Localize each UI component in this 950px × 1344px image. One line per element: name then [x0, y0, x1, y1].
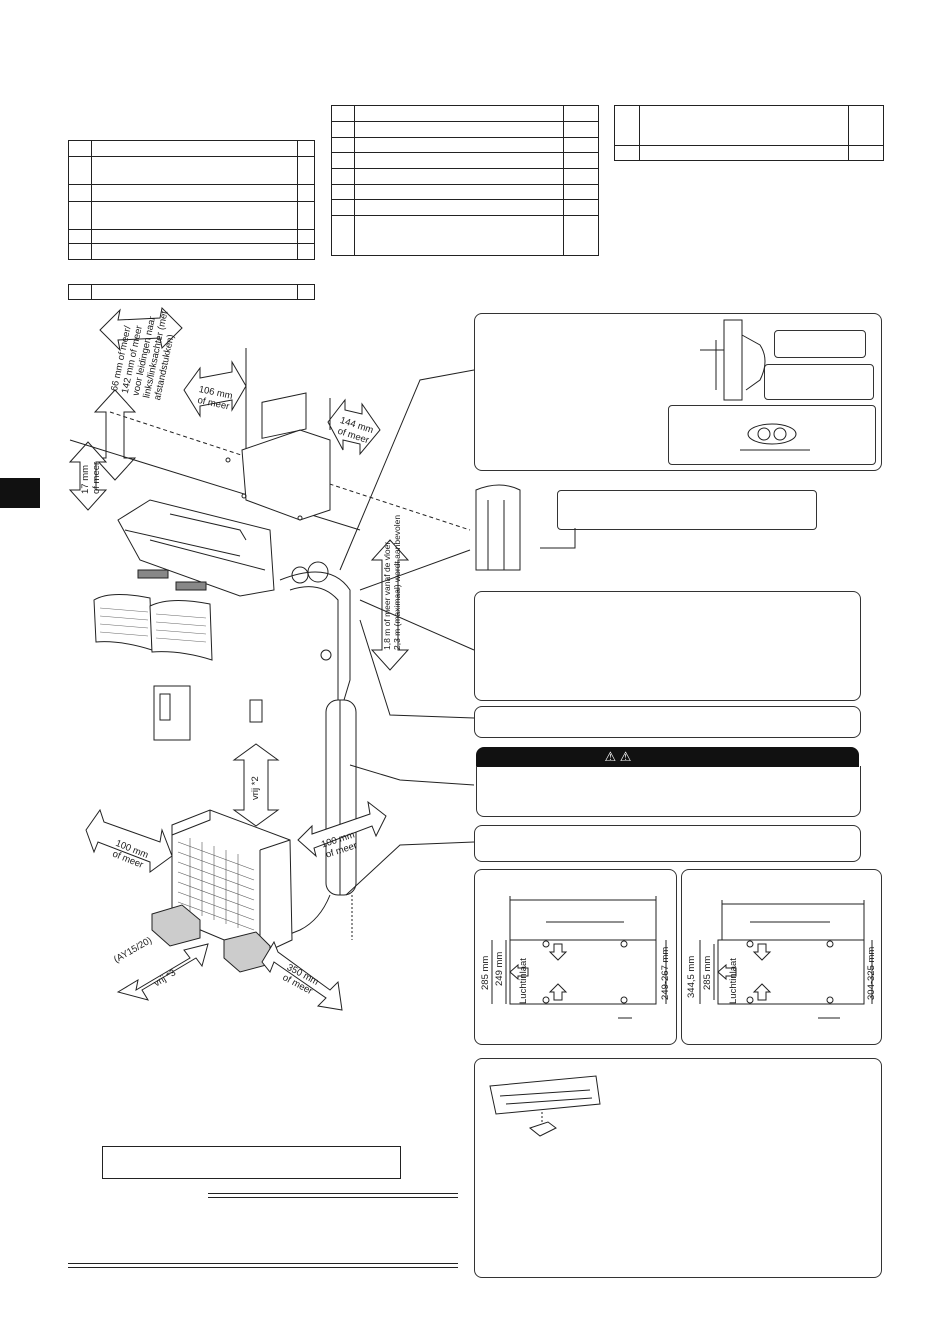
warning-icons: ⚠ ⚠ — [604, 749, 632, 764]
air-filter-right — [149, 600, 213, 661]
note-box — [102, 1146, 401, 1179]
clearance-outdoor-back-arrow — [261, 940, 343, 1011]
pipe-bundle — [279, 571, 351, 701]
callout-drain-note — [474, 706, 861, 738]
leader-sleeve — [345, 841, 475, 896]
mount-right-dim-285: 285 mm — [702, 955, 713, 990]
callout-wall-hole-label-1 — [774, 330, 866, 358]
leader-insulation — [359, 549, 471, 591]
mount-right-dim-range: 304-325 mm — [866, 946, 877, 1000]
parts-table-left — [68, 140, 315, 260]
leader-wall — [339, 369, 475, 571]
clearance-outdoor-top-arrow — [232, 743, 280, 827]
clearance-floor-label: 1,8 m of meer vanaf de vloer,2,3 m (maxi… — [382, 514, 402, 650]
leader-warning — [349, 764, 475, 786]
mount-right-dim-344: 344,5 mm — [686, 955, 697, 998]
mounting-plate — [241, 429, 331, 521]
clearance-outdoor-left-arrow — [85, 808, 173, 873]
remote-control — [249, 699, 263, 723]
leader-drain — [359, 619, 475, 719]
clearance-outdoor-top-label: vrij *2 — [250, 776, 261, 800]
pipe-clamp — [320, 649, 332, 661]
mount-left-dim-249: 249 mm — [494, 951, 505, 986]
air-filter-left — [93, 594, 153, 651]
parts-table-left-extra — [68, 284, 315, 300]
mount-left-air-inlet: Luchtinlaat — [518, 958, 529, 1004]
rule-long — [68, 1263, 458, 1268]
leader-notes — [359, 599, 475, 651]
warning-header — [476, 747, 859, 767]
clearance-right-arrow — [327, 398, 381, 456]
callout-piping-notes — [474, 591, 861, 701]
clearance-ceiling-arrow — [68, 441, 108, 511]
callout-insulation-note — [557, 490, 817, 530]
remote-holder — [153, 685, 191, 741]
callout-pipe-section — [668, 405, 876, 465]
section-tab-marker — [0, 478, 40, 508]
parts-table-middle — [331, 105, 599, 256]
clearance-outdoor-right-arrow — [297, 800, 387, 858]
parts-table-right — [614, 105, 884, 161]
warning-body — [476, 766, 861, 817]
callout-wall-hole-label-2 — [764, 364, 874, 400]
clearance-floor-arrow — [370, 539, 410, 671]
insulated-pipe — [325, 699, 357, 896]
mount-left-dim-range: 249-267 mm — [660, 946, 671, 1000]
rule-short — [208, 1193, 458, 1198]
callout-sleeve-note — [474, 825, 861, 862]
indoor-unit — [117, 499, 275, 597]
mount-left-dim-285: 285 mm — [480, 955, 491, 990]
clearance-outdoor-side-arrow — [116, 943, 209, 1001]
callout-wall-hole — [474, 313, 882, 471]
mount-right-air-inlet: Luchtinlaat — [728, 958, 739, 1004]
